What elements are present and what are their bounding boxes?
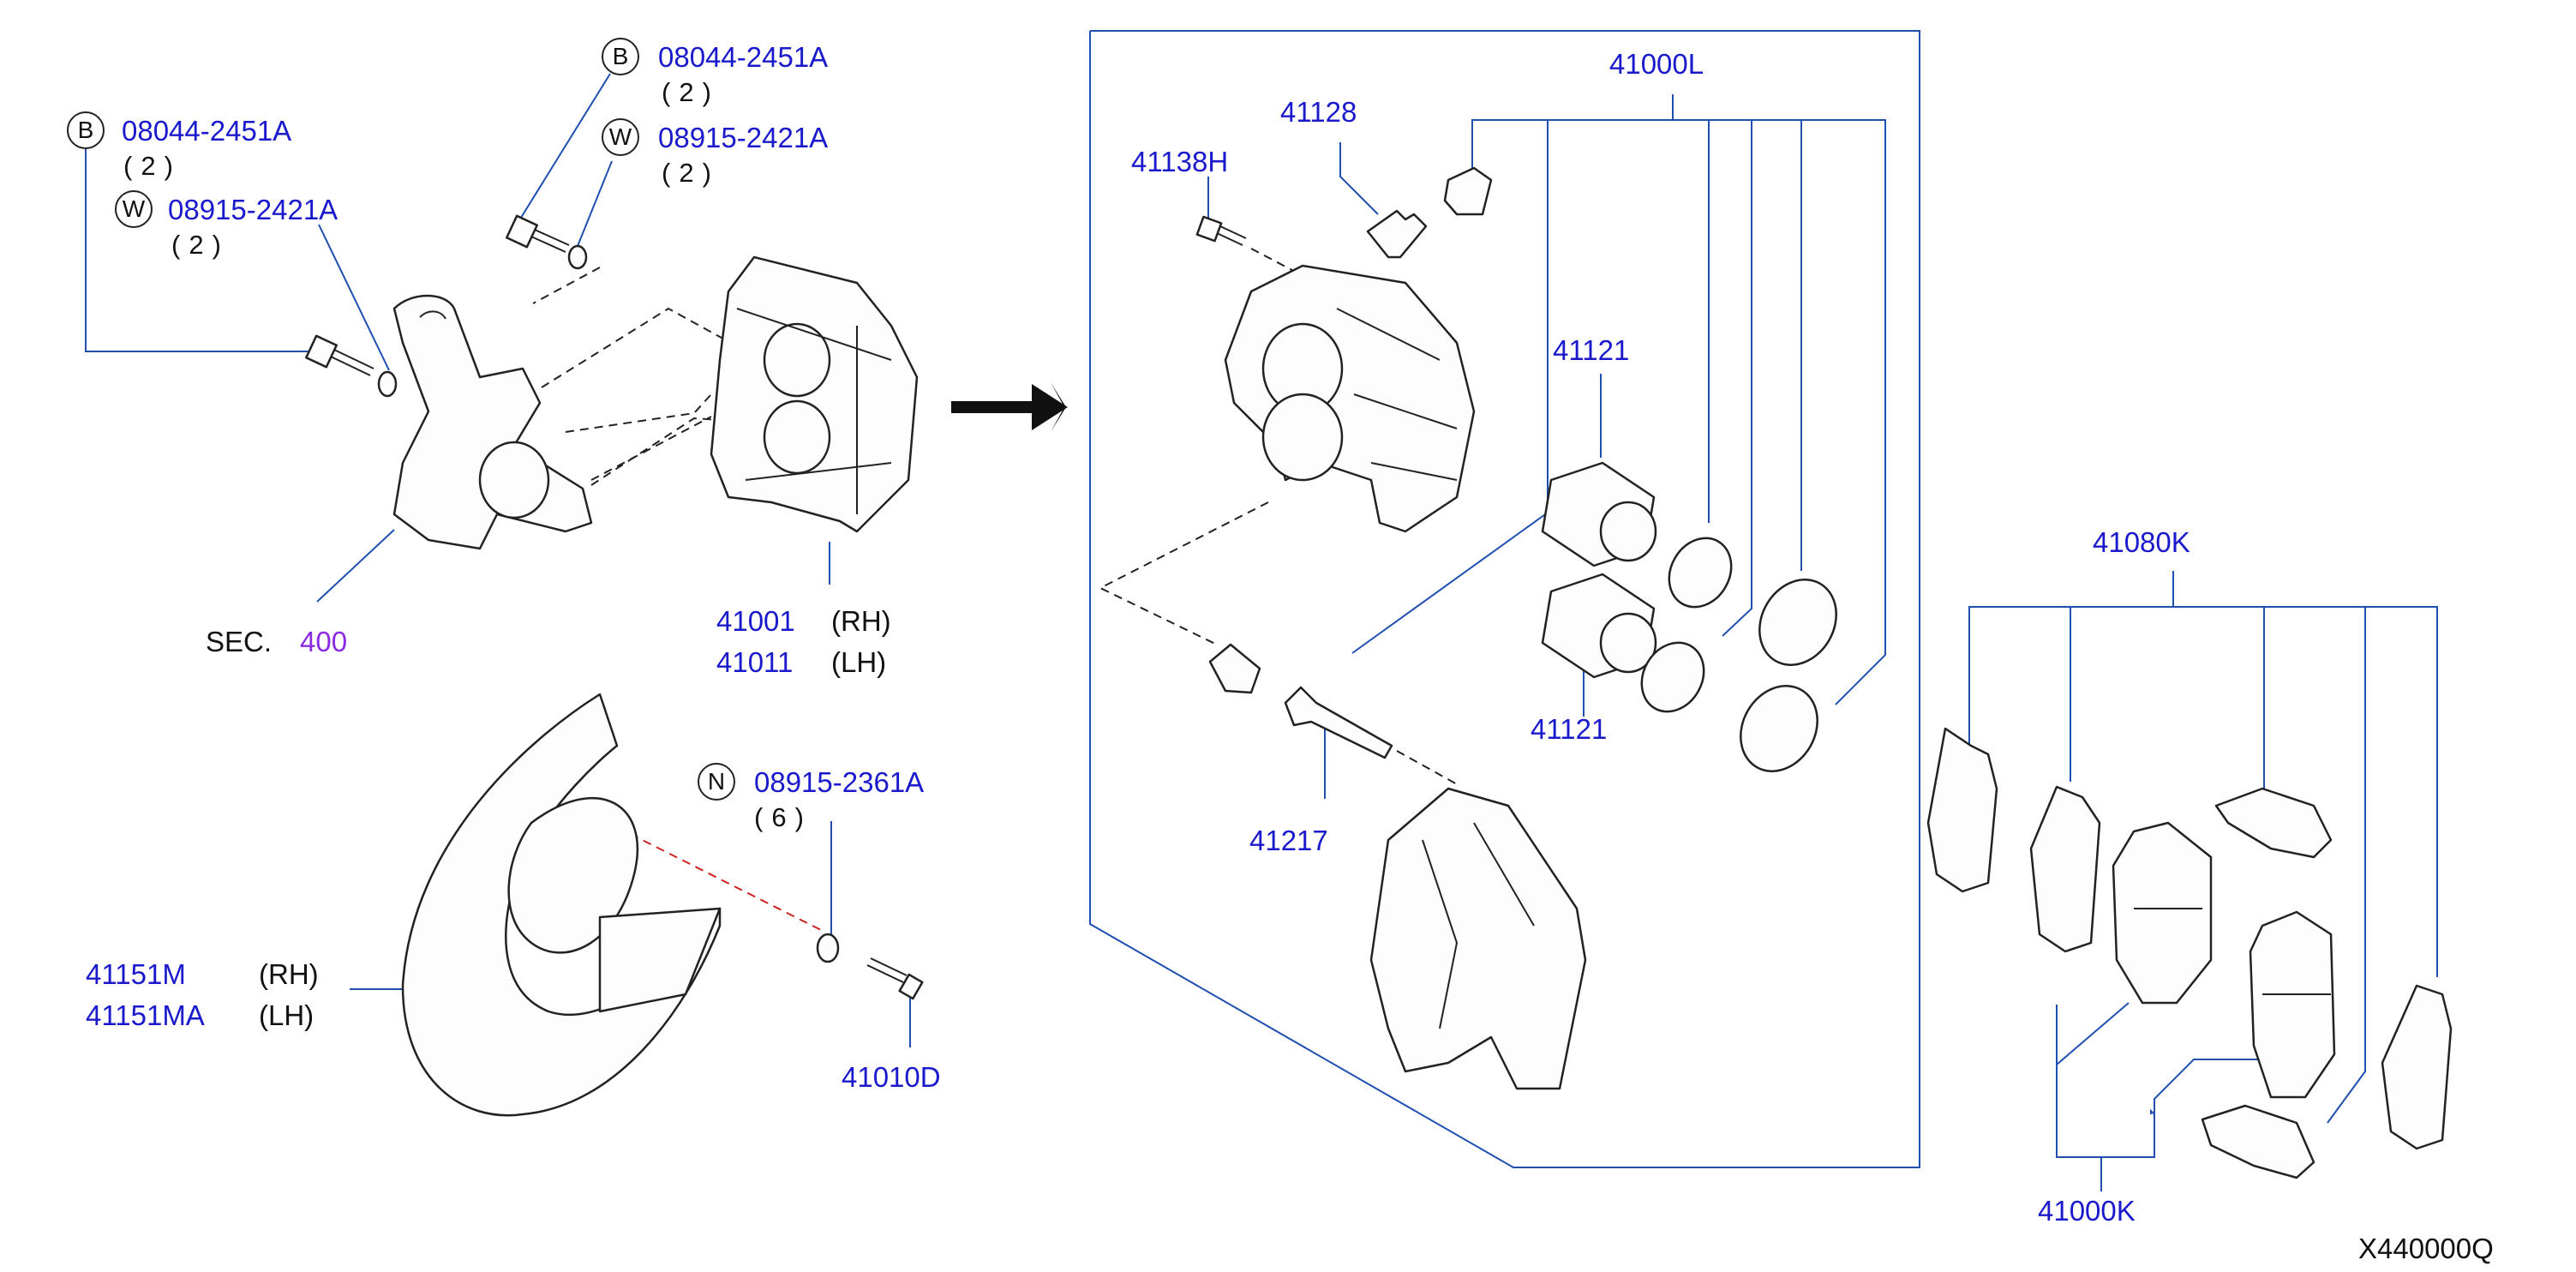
washer-top-part [567,244,588,270]
bleeder-cap-part [1195,215,1247,246]
leader-lines [85,73,2438,1191]
part-41138H[interactable]: 41138H [1131,146,1229,177]
part-41011[interactable]: 41011 [716,646,794,678]
side-lh-caliper: (LH) [831,646,887,678]
side-rh-caliper: (RH) [831,605,891,637]
part-41080K[interactable]: 41080K [2093,526,2190,558]
dust-shield-part [401,693,722,1117]
section-ref-link[interactable]: 400 [300,626,348,657]
seal-ring-2-part [1640,641,1705,713]
pin-boot-part [1208,643,1261,694]
part-41217[interactable]: 41217 [1249,825,1328,856]
part-08915-2421A-top[interactable]: 08915-2421A [658,122,829,153]
section-prefix: SEC. [206,626,273,657]
bolt-left-part [305,334,374,376]
part-41000L[interactable]: 41000L [1609,48,1704,80]
qty-bolt-top: (2) [662,77,720,107]
piston-upper-part [1541,461,1657,567]
washer-n-part [816,933,840,963]
seal-kit-bushing-part [1443,166,1493,216]
boot-2-part [1740,685,1818,772]
qty-washer-n: (6) [754,802,812,832]
badge-w-top: W [602,118,639,156]
badge-w-left: W [115,190,153,228]
pad-1-part [2112,821,2213,1005]
side-rh-shield: (RH) [259,958,319,990]
washer-left-part [377,370,398,398]
steering-knuckle-part [392,294,593,550]
piston-lower-part [1541,573,1657,679]
part-41001[interactable]: 41001 [716,605,795,637]
boot-1-part [1758,579,1837,666]
torque-member-part [1369,787,1587,1090]
shim-3-part [2381,984,2453,1150]
caliper-body-part [1224,264,1476,533]
slide-pin-part [1284,686,1393,759]
qty-washer-left: (2) [171,230,230,260]
bleeder-screw-part [1366,209,1428,259]
part-41000K[interactable]: 41000K [2038,1195,2136,1227]
part-08915-2361A[interactable]: 08915-2361A [754,766,925,798]
badge-b-top: B [602,38,639,75]
shim-2-part [2029,785,2101,953]
seal-ring-1-part [1668,537,1733,609]
bolt-top-part [506,214,570,253]
part-41121-upper[interactable]: 41121 [1553,334,1630,366]
clip-lower-part [2201,1104,2315,1179]
qty-bolt-left: (2) [123,151,182,181]
part-08044-2451A-left[interactable]: 08044-2451A [122,115,292,147]
part-08044-2451A-top[interactable]: 08044-2451A [658,41,829,73]
shim-1-part [1926,727,1998,893]
part-41010D[interactable]: 41010D [842,1061,941,1093]
shield-bolt-part [866,957,924,1000]
part-41128[interactable]: 41128 [1280,96,1357,128]
clip-upper-part [2214,787,2333,859]
part-41121-lower[interactable]: 41121 [1531,713,1608,745]
diagram-code: X440000Q [2358,1233,2494,1264]
qty-washer-top: (2) [662,158,720,188]
part-41151MA[interactable]: 41151MA [86,999,205,1031]
part-08915-2421A-left[interactable]: 08915-2421A [168,194,338,225]
arrow-right-icon [951,382,1068,432]
badge-b-left: B [67,111,105,149]
side-lh-shield: (LH) [259,999,315,1031]
pad-2-part [2249,910,2336,1099]
part-41151M[interactable]: 41151M [86,958,186,990]
assembly-boundary [1089,30,1920,1168]
caliper-assembly-part [710,255,919,533]
badge-n: N [698,763,735,801]
